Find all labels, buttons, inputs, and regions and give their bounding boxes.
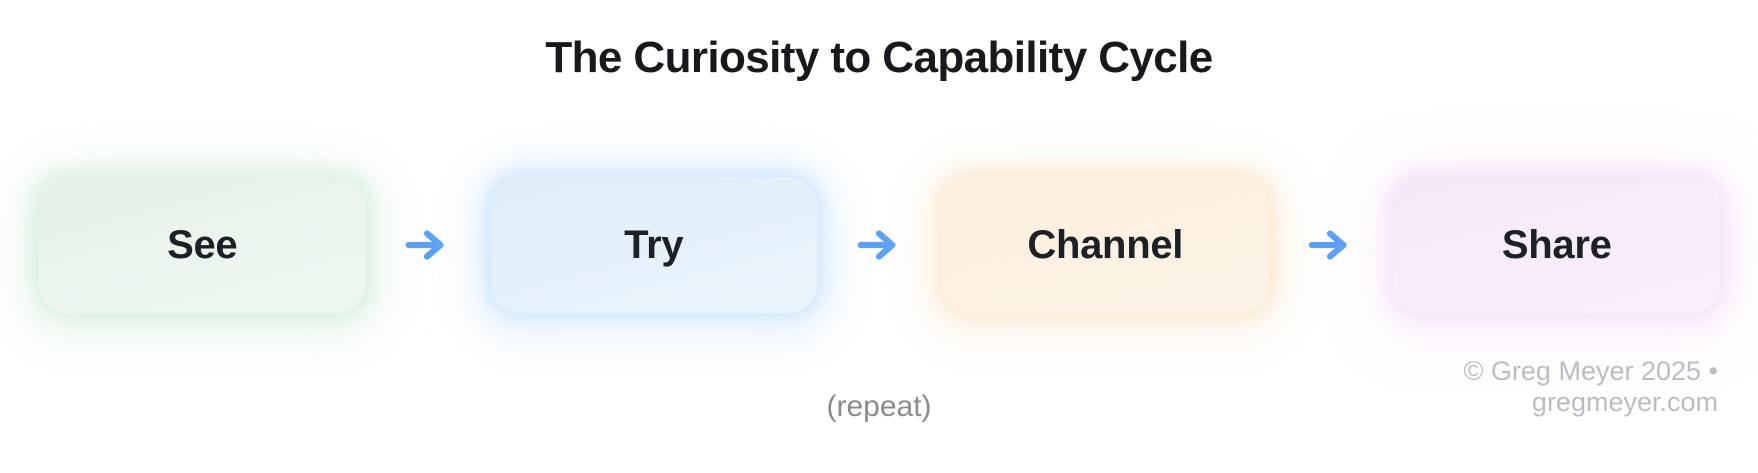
- repeat-caption: (repeat): [826, 390, 932, 423]
- step-label-share: Share: [1501, 222, 1612, 267]
- step-box-channel: Channel: [942, 177, 1269, 313]
- flow-diagram: See Try Channel Share: [39, 177, 1720, 313]
- step-label-channel: Channel: [1027, 222, 1184, 267]
- right-arrow-icon: [405, 230, 444, 260]
- step-box-see: See: [39, 177, 366, 313]
- right-arrow-icon: [1308, 230, 1347, 260]
- page-title: The Curiosity to Capability Cycle: [545, 33, 1213, 82]
- step-box-share: Share: [1393, 177, 1720, 313]
- step-label-see: See: [167, 222, 238, 267]
- copyright-credit: © Greg Meyer 2025 • gregmeyer.com: [1463, 356, 1718, 417]
- right-arrow-icon: [857, 230, 896, 260]
- step-label-try: Try: [624, 222, 684, 267]
- flow-arrow-2: [817, 227, 942, 263]
- flow-arrow-1: [366, 227, 491, 263]
- flow-arrow-3: [1269, 227, 1394, 263]
- step-box-try: Try: [490, 177, 817, 313]
